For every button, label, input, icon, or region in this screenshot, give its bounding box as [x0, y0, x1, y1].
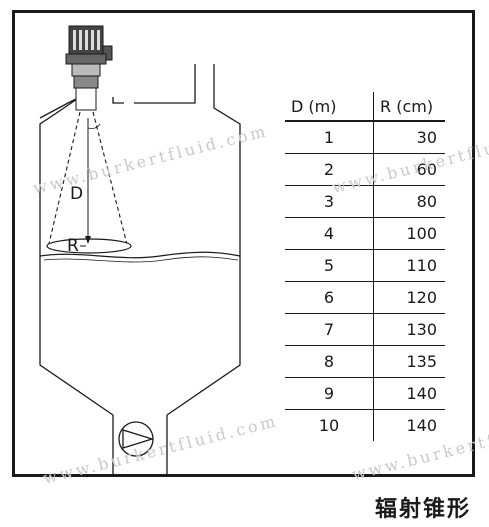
cell-radius: 140	[373, 377, 445, 410]
tank-shoulder-left	[39, 96, 81, 119]
distance-label: D	[70, 184, 84, 204]
distance-arrowhead	[85, 236, 91, 244]
figure-caption: 辐射锥形	[374, 497, 471, 522]
cell-distance: 6	[285, 281, 374, 314]
cell-radius: 60	[373, 153, 445, 186]
header-distance: D (m)	[285, 92, 374, 122]
cell-radius: 140	[406, 416, 437, 435]
cell-distance: 5	[285, 249, 374, 282]
cell-distance: 3	[285, 185, 374, 218]
cell-radius: 80	[373, 185, 445, 218]
outlet-pipe	[112, 415, 168, 475]
cell-distance: 2	[285, 153, 374, 186]
radius-label: R	[67, 236, 79, 256]
cell-distance: 7	[285, 313, 374, 346]
header-radius: R (cm)	[373, 92, 445, 122]
cell-radius: 30	[373, 121, 445, 154]
table-row: 10 140	[285, 409, 445, 441]
cell-distance: 4	[285, 217, 374, 250]
pump-icon	[118, 421, 154, 457]
cell-radius: 120	[373, 281, 445, 314]
liquid-surface	[39, 251, 241, 259]
radar-sensor-icon	[65, 25, 113, 111]
cell-distance: 8	[285, 345, 374, 378]
radiation-cone	[47, 111, 129, 249]
cell-distance: 1	[285, 121, 374, 154]
pump-triangle	[122, 429, 155, 449]
cell-radius: 135	[373, 345, 445, 378]
cone-angle-arc	[87, 123, 101, 129]
cell-radius: 110	[373, 249, 445, 282]
cell-radius: 130	[373, 313, 445, 346]
cell-distance: 9	[285, 377, 374, 410]
table-header-row: D (m) R (cm)	[285, 92, 445, 122]
tank-outline	[39, 64, 241, 416]
liquid-surface-2	[43, 256, 239, 263]
cell-radius: 100	[373, 217, 445, 250]
cell-distance: 10	[285, 409, 374, 441]
